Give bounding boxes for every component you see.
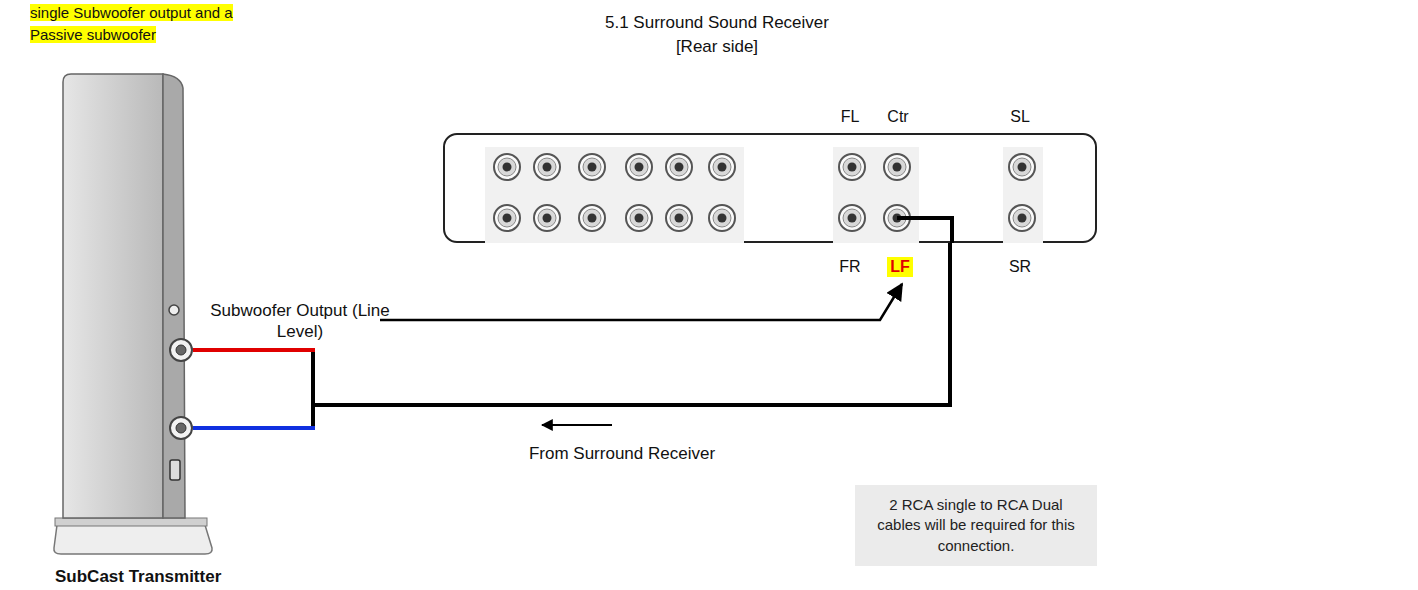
rca-jack — [626, 154, 652, 180]
channel-label: FR — [839, 257, 860, 277]
channel-label: SL — [1010, 107, 1030, 127]
rca-jack — [709, 205, 735, 231]
rca-jack — [666, 154, 692, 180]
channel-label: Ctr — [887, 107, 908, 127]
jack-group — [1003, 147, 1043, 243]
jack-panel — [445, 135, 1095, 241]
rca-jack — [494, 154, 520, 180]
rca-jack — [494, 205, 520, 231]
channel-label: LF — [887, 257, 913, 277]
cable-split — [311, 403, 315, 430]
rca-jack — [884, 154, 910, 180]
transmitter-illustration — [55, 70, 195, 560]
jack-group — [617, 147, 744, 243]
channel-label: FL — [841, 107, 860, 127]
panel-heading: 5.1 Surround Sound Receiver [Rear side] — [587, 11, 847, 59]
jack-group — [833, 147, 919, 243]
rca-jack — [666, 205, 692, 231]
rca-jack — [534, 205, 560, 231]
blue-lead — [193, 426, 315, 430]
rca-jack — [579, 154, 605, 180]
rca-jack — [709, 154, 735, 180]
transmitter-unit: SubCast Transmitter — [55, 70, 195, 560]
channel-label: SR — [1009, 257, 1031, 277]
highlight-note: single Subwoofer output and a Passive su… — [30, 4, 233, 43]
flow-arrow — [542, 424, 612, 426]
note-wrap: single Subwoofer output and a Passive su… — [30, 2, 265, 46]
note-box: 2 RCA single to RCA Dual cables will be … — [855, 485, 1097, 566]
rca-jack — [1009, 205, 1035, 231]
rca-jack — [839, 154, 865, 180]
note-text: 2 RCA single to RCA Dual cables will be … — [867, 495, 1085, 556]
signal-cable — [195, 243, 950, 405]
rca-jack — [534, 154, 560, 180]
receiver-panel: 5.1 Surround Sound Receiver [Rear side] — [443, 133, 1097, 243]
leader-line — [380, 284, 902, 320]
rca-jack — [1009, 154, 1035, 180]
rca-jack — [579, 205, 605, 231]
rca-jack — [626, 205, 652, 231]
output-label: Subwoofer Output (Line Level) — [210, 300, 390, 343]
rca-jack — [839, 205, 865, 231]
red-lead — [193, 348, 315, 352]
device-caption: SubCast Transmitter — [55, 566, 221, 587]
flow-label: From Surround Receiver — [529, 443, 715, 464]
cable-stub — [897, 218, 952, 243]
